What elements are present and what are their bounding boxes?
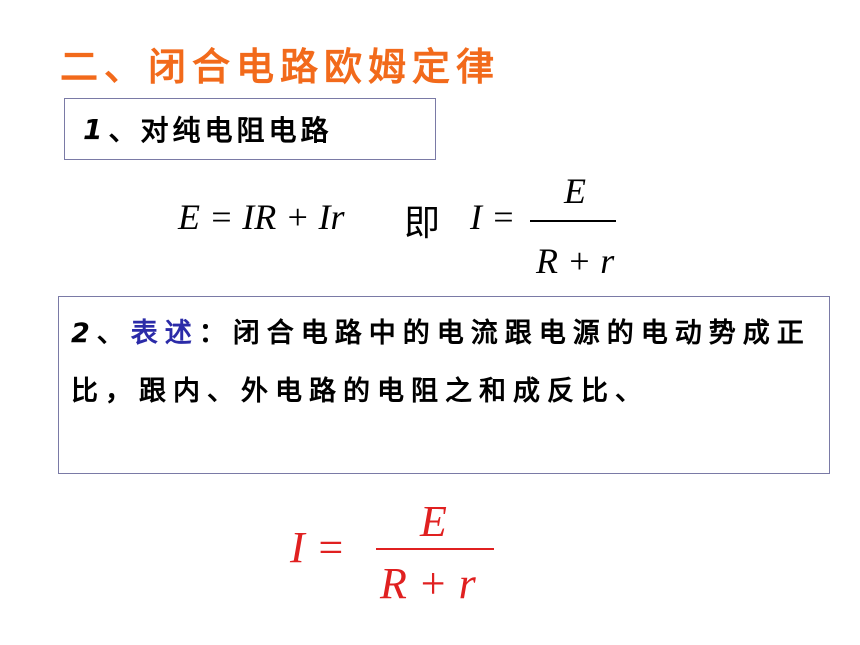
equation1-connector: 即 [404, 203, 441, 243]
section2-separator: 、 [96, 318, 131, 349]
section1-box: 1 、 对纯电阻电路 [64, 98, 436, 160]
slide-title: 二、闭合电路欧姆定律 [60, 45, 501, 89]
equation2-fraction-bar [376, 548, 494, 550]
section2-number: 2 [71, 318, 97, 349]
section1-separator: 、 [108, 114, 141, 147]
section1-label: 对纯电阻电路 [140, 114, 333, 147]
section2-keyword: 表述 [130, 318, 199, 349]
equation1-numerator: E [564, 171, 586, 211]
equation1-denominator: R + r [536, 241, 615, 281]
equation1-lhs: E = IR + Ir [178, 197, 345, 237]
section2-colon: ： [198, 318, 233, 349]
section2-box: 2、表述：闭合电路中的电流跟电源的电动势成正比，跟内、外电路的电阻之和成反比、 [58, 296, 830, 474]
equation1-fraction-bar [530, 220, 616, 222]
equation1-fraction-lhs: I = [470, 197, 516, 237]
section2-text: 闭合电路中的电流跟电源的电动势成正比，跟内、外电路的电阻之和成反比、 [71, 318, 811, 407]
equation2-denominator: R + r [380, 559, 476, 608]
equation2-lhs: I = [290, 523, 346, 572]
equation2-numerator: E [420, 497, 447, 546]
section1-number: 1 [83, 112, 107, 146]
